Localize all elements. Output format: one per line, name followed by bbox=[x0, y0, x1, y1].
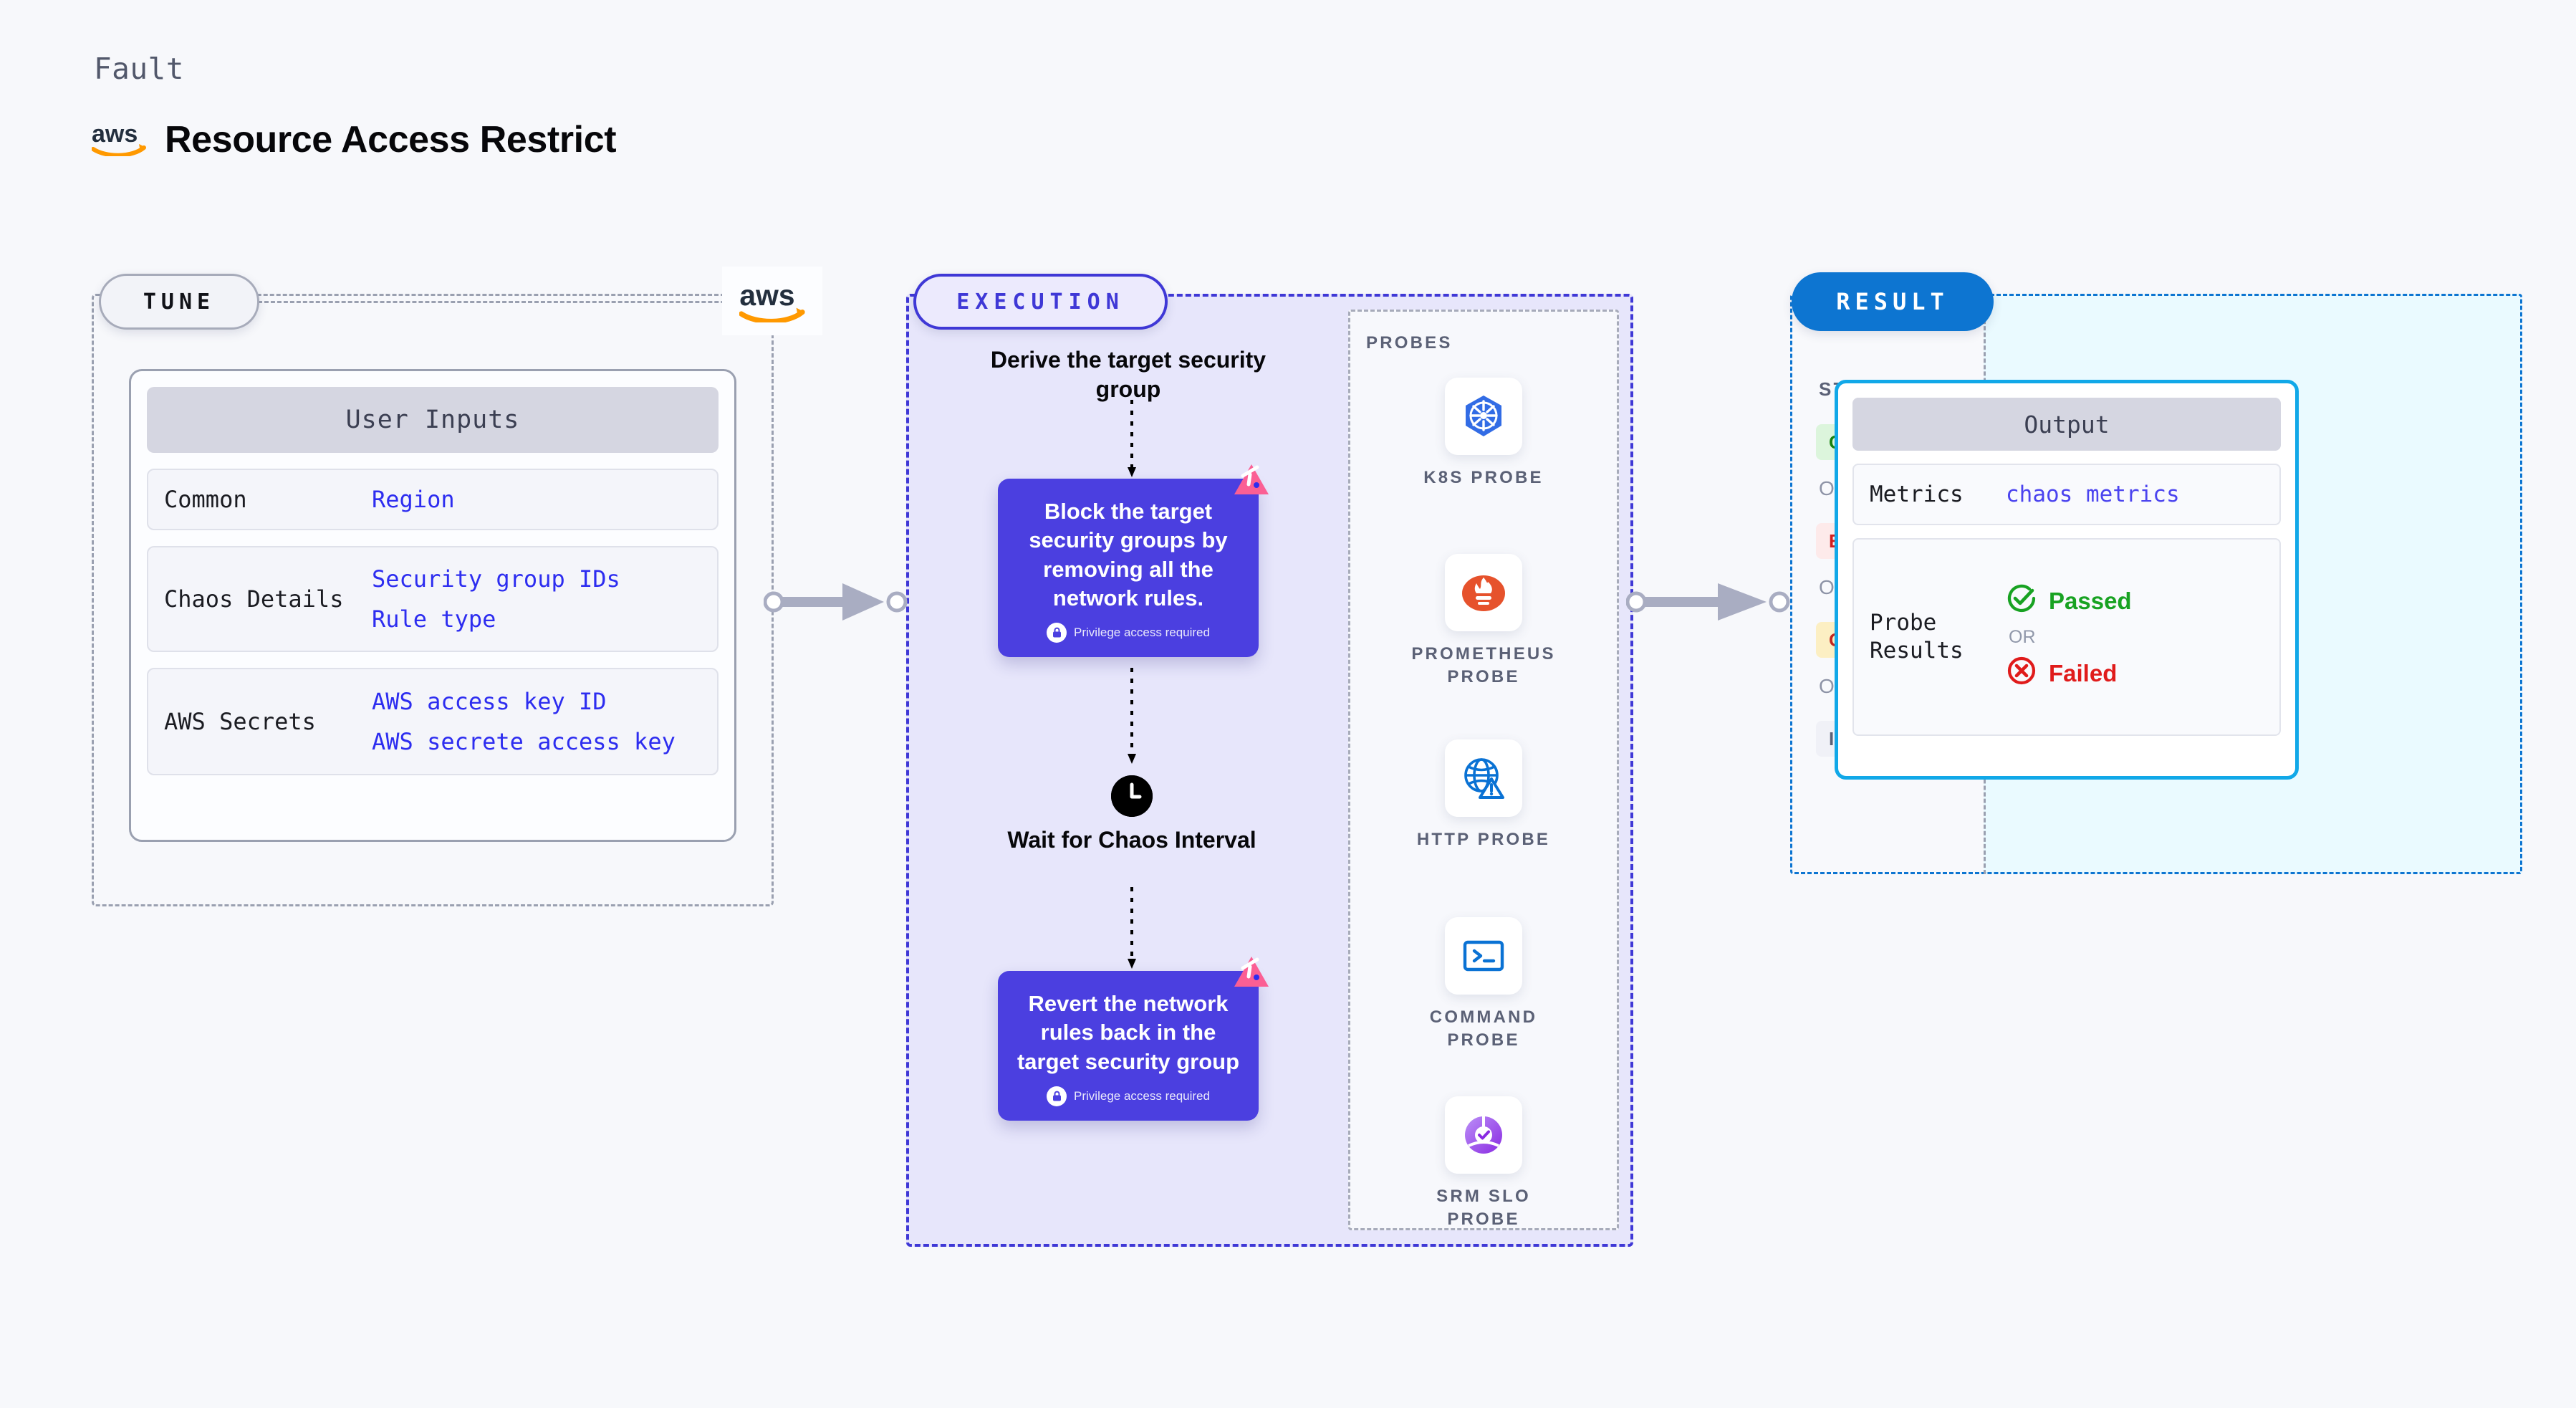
probe-http[interactable]: HTTP PROBE bbox=[1350, 739, 1617, 851]
probes-section: PROBES bbox=[1348, 310, 1619, 1230]
verdict-passed: Passed bbox=[2006, 583, 2132, 620]
connector-tune-to-execution bbox=[763, 573, 914, 634]
input-value: AWS secrete access key bbox=[372, 728, 676, 755]
step-text: Revert the network rules back in the tar… bbox=[1017, 991, 1240, 1074]
svg-text:aws: aws bbox=[739, 279, 794, 312]
verdict-passed-label: Passed bbox=[2049, 587, 2132, 614]
prometheus-icon bbox=[1445, 554, 1522, 631]
terminal-icon bbox=[1445, 917, 1522, 995]
clock-icon bbox=[1111, 775, 1153, 817]
litmus-chaos-icon bbox=[1233, 955, 1270, 995]
input-row-values: Region bbox=[372, 486, 455, 513]
flow-wait-title: Wait for Chaos Interval bbox=[1007, 827, 1256, 853]
output-card: Output Metrics chaos metrics Probe Resul… bbox=[1835, 380, 2299, 780]
probe-label: SRM SLO PROBE bbox=[1436, 1187, 1531, 1230]
tune-top-dashed-line bbox=[258, 301, 802, 303]
input-row-chaos-details[interactable]: Chaos Details Security group IDs Rule ty… bbox=[147, 546, 719, 652]
probes-label: PROBES bbox=[1366, 333, 1453, 353]
input-row-label: Chaos Details bbox=[164, 585, 344, 613]
step-text: Block the target security groups by remo… bbox=[1029, 499, 1228, 610]
input-value: Region bbox=[372, 486, 455, 513]
probe-label: PROMETHEUS PROBE bbox=[1411, 644, 1556, 687]
probe-verdicts: Passed OR Failed bbox=[2006, 583, 2132, 692]
flow-arrow-2 bbox=[1127, 668, 1137, 770]
input-row-values: AWS access key ID AWS secrete access key bbox=[372, 688, 676, 755]
privilege-label: Privilege access required bbox=[1074, 626, 1210, 640]
lock-icon bbox=[1047, 623, 1067, 643]
lock-icon bbox=[1047, 1086, 1067, 1106]
check-circle-icon bbox=[2006, 583, 2037, 620]
input-row-label: Common bbox=[164, 486, 247, 513]
aws-logo-icon: aws bbox=[91, 120, 146, 160]
execution-badge: EXECUTION bbox=[913, 274, 1168, 330]
input-row-label: AWS Secrets bbox=[164, 708, 316, 735]
result-badge: RESULT bbox=[1792, 272, 1994, 331]
output-row-label: Metrics bbox=[1870, 481, 1964, 507]
metrics-value: chaos metrics bbox=[2006, 482, 2180, 507]
page-title: Resource Access Restrict bbox=[165, 119, 617, 161]
execution-step-revert[interactable]: Revert the network rules back in the tar… bbox=[998, 957, 1269, 1121]
output-row-metrics[interactable]: Metrics chaos metrics bbox=[1852, 464, 2281, 525]
privilege-note: Privilege access required bbox=[1047, 623, 1210, 643]
user-inputs-card: User Inputs Common Region Chaos Details … bbox=[129, 369, 736, 842]
verdict-failed-label: Failed bbox=[2049, 659, 2118, 686]
page-eyebrow: Fault bbox=[94, 52, 184, 86]
tune-panel: TUNE aws User Inputs Common Region Chaos… bbox=[92, 267, 822, 906]
input-value: Rule type bbox=[372, 605, 496, 633]
flow-arrow-3 bbox=[1127, 887, 1137, 975]
svg-text:aws: aws bbox=[92, 120, 138, 148]
litmus-chaos-icon bbox=[1233, 463, 1270, 502]
input-value: Security group IDs bbox=[372, 565, 620, 593]
connector-execution-to-result bbox=[1625, 573, 1802, 634]
probe-label: K8S PROBE bbox=[1423, 468, 1544, 487]
input-row-values: Security group IDs Rule type bbox=[372, 565, 620, 633]
input-row-aws-secrets[interactable]: AWS Secrets AWS access key ID AWS secret… bbox=[147, 668, 719, 775]
probe-k8s[interactable]: K8S PROBE bbox=[1350, 378, 1617, 489]
execution-panel: EXECUTION Derive the target security gro… bbox=[906, 274, 1633, 1247]
srm-slo-icon bbox=[1445, 1096, 1522, 1174]
x-circle-icon bbox=[2006, 655, 2037, 692]
output-row-probe-results[interactable]: Probe Results Passed OR bbox=[1852, 538, 2281, 736]
privilege-note: Privilege access required bbox=[1047, 1086, 1210, 1106]
flow-arrow-1 bbox=[1127, 400, 1137, 484]
probe-prometheus[interactable]: PROMETHEUS PROBE bbox=[1350, 554, 1617, 689]
probe-srm-slo[interactable]: SRM SLO PROBE bbox=[1350, 1096, 1617, 1232]
user-inputs-title: User Inputs bbox=[147, 387, 719, 453]
verdict-failed: Failed bbox=[2006, 655, 2132, 692]
flow-start-title: Derive the target security group bbox=[990, 347, 1267, 402]
output-title: Output bbox=[1852, 398, 2281, 451]
probe-command[interactable]: COMMAND PROBE bbox=[1350, 917, 1617, 1053]
privilege-label: Privilege access required bbox=[1074, 1088, 1210, 1103]
result-panel: RESULT STATUS COMPLETED OR ERRORED OR QU… bbox=[1790, 272, 2522, 874]
tune-badge: TUNE bbox=[99, 274, 259, 330]
http-globe-icon bbox=[1445, 739, 1522, 817]
page-header: aws Resource Access Restrict bbox=[91, 118, 617, 161]
probe-label: COMMAND PROBE bbox=[1429, 1007, 1538, 1050]
kubernetes-icon bbox=[1445, 378, 1522, 455]
aws-logo-icon: aws bbox=[722, 267, 822, 335]
input-value: AWS access key ID bbox=[372, 688, 607, 715]
output-row-label: Probe Results bbox=[1870, 610, 1964, 664]
input-row-common[interactable]: Common Region bbox=[147, 469, 719, 530]
probe-label: HTTP PROBE bbox=[1416, 830, 1551, 849]
verdict-or: OR bbox=[2009, 626, 2036, 647]
execution-step-block[interactable]: Block the target security groups by remo… bbox=[998, 464, 1269, 658]
